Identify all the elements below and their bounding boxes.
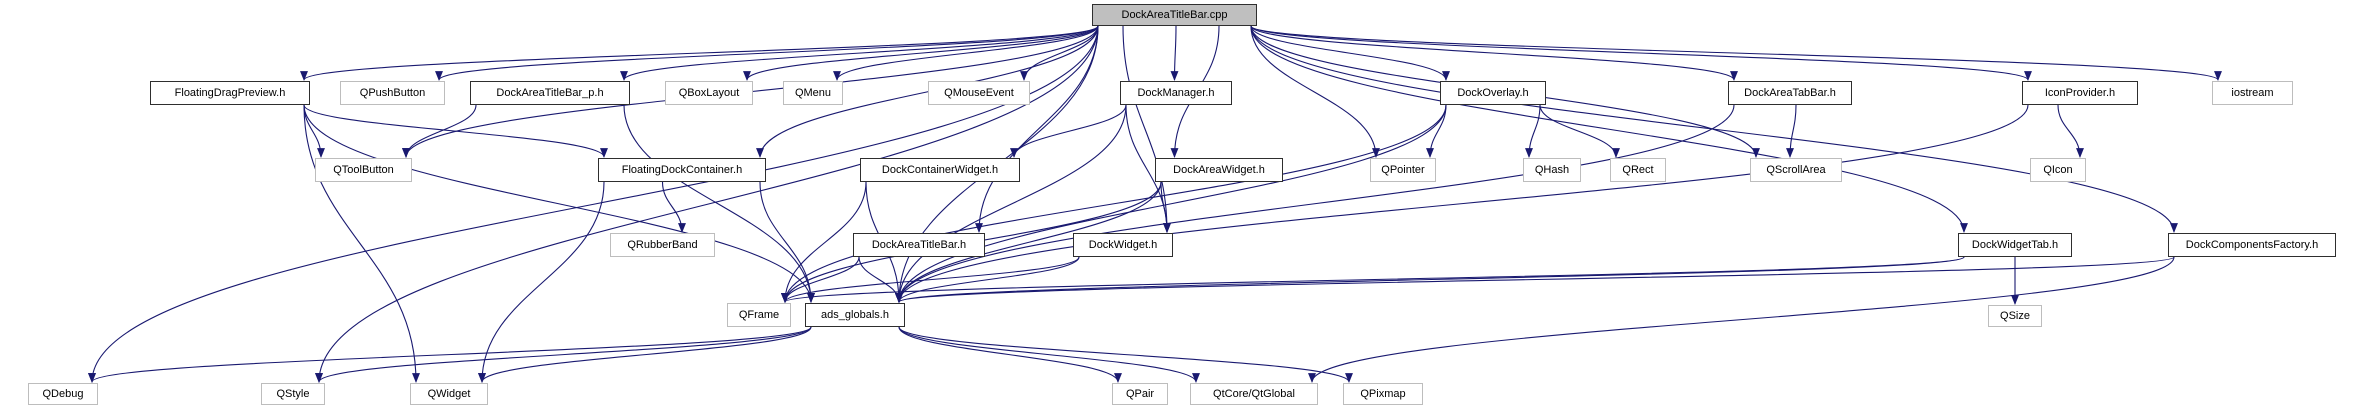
node-qrect: QRect <box>1610 158 1666 182</box>
edge-root-dockoverlay <box>1250 25 1450 81</box>
edge-root-iostream <box>1250 25 2222 81</box>
edge-dockwidget-ads-globals <box>895 256 1080 303</box>
node-dockwidgettab[interactable]: DockWidgetTab.h <box>1958 233 2072 257</box>
edge-dockwidget-qframe <box>781 256 1080 303</box>
edge-root-floating-drag-preview <box>300 25 1099 81</box>
edge-iconprovider-qicon <box>2057 104 2084 158</box>
node-dockareatitlebar-p[interactable]: DockAreaTitleBar_p.h <box>470 81 630 105</box>
node-qboxlayout: QBoxLayout <box>665 81 753 105</box>
edge-root-qmenu <box>833 25 1099 81</box>
edge-root-dockareatitlebar-h <box>975 25 1099 233</box>
node-qwidget: QWidget <box>410 383 488 405</box>
edge-dockareatabbar-ads-globals <box>895 104 1735 303</box>
node-qhash: QHash <box>1523 158 1581 182</box>
edge-dockmanager-ads-globals <box>895 104 1127 303</box>
edge-ads-globals-qdebug <box>88 326 812 383</box>
edge-root-dockareatabbar <box>1250 25 1738 81</box>
edge-floating-dock-container-ads-globals <box>759 181 815 303</box>
edge-floating-drag-preview-qwidget <box>303 104 420 383</box>
node-qpair: QPair <box>1112 383 1168 405</box>
edge-dockareatitlebar-p-ads-globals <box>623 104 815 303</box>
node-qsize: QSize <box>1988 305 2042 327</box>
edge-root-dockwidget <box>1122 25 1171 233</box>
node-floating-drag-preview[interactable]: FloatingDragPreview.h <box>150 81 310 105</box>
node-dockareatitlebar-h[interactable]: DockAreaTitleBar.h <box>853 233 985 257</box>
edge-ads-globals-qwidget <box>478 326 812 383</box>
edge-floating-dock-container-qrubberband <box>661 181 686 233</box>
edge-ads-globals-qpair <box>898 326 1122 383</box>
node-qpixmap: QPixmap <box>1343 383 1423 405</box>
node-root: DockAreaTitleBar.cpp <box>1092 4 1257 26</box>
node-dockcomponentsfactory[interactable]: DockComponentsFactory.h <box>2168 233 2336 257</box>
node-dockwidget[interactable]: DockWidget.h <box>1073 233 1173 257</box>
node-dockmanager[interactable]: DockManager.h <box>1120 81 1232 105</box>
edge-dockareatabbar-qscrollarea <box>1786 104 1797 158</box>
node-qpointer: QPointer <box>1370 158 1436 182</box>
edge-root-dockareatitlebar-p <box>620 25 1099 81</box>
node-qpushbutton: QPushButton <box>340 81 445 105</box>
edge-dockoverlay-qrect <box>1539 104 1620 158</box>
node-dockcontainerwidget[interactable]: DockContainerWidget.h <box>860 158 1020 182</box>
node-qframe: QFrame <box>727 303 791 327</box>
node-qmouseevent: QMouseEvent <box>928 81 1030 105</box>
edge-dockareawidget-dockwidget <box>1160 181 1171 233</box>
edge-root-qstyle <box>315 25 1099 383</box>
node-qtoolbutton: QToolButton <box>315 158 412 182</box>
edge-root-dockwidgettab <box>1250 25 1968 233</box>
edge-dockoverlay-ads-globals <box>895 104 1447 303</box>
edge-floating-drag-preview-floating-dock-container <box>303 104 608 158</box>
edge-dockoverlay-qframe <box>781 104 1447 303</box>
node-floating-dock-container[interactable]: FloatingDockContainer.h <box>598 158 766 182</box>
edge-dockwidgettab-ads-globals <box>895 256 1965 303</box>
edge-dockcomponentsfactory-ads-globals <box>895 256 2175 303</box>
edge-root-qpushbutton <box>435 25 1099 81</box>
node-qrubberband: QRubberBand <box>610 233 715 257</box>
node-qmenu: QMenu <box>783 81 843 105</box>
edge-dockareawidget-ads-globals <box>895 181 1162 303</box>
edge-root-iconprovider <box>1250 25 2032 81</box>
edge-ads-globals-qstyle <box>315 326 812 383</box>
edge-floating-drag-preview-qtoolbutton <box>303 104 325 158</box>
node-qstyle: QStyle <box>261 383 325 405</box>
edge-root-qboxlayout <box>743 25 1099 81</box>
edge-dockcomponentsfactory-qtcore-qtglobal <box>1308 256 2175 383</box>
edge-root-qpointer <box>1250 25 1380 158</box>
edge-iconprovider-ads-globals <box>895 104 2029 303</box>
node-dockareawidget[interactable]: DockAreaWidget.h <box>1155 158 1283 182</box>
node-dockareatabbar[interactable]: DockAreaTabBar.h <box>1728 81 1852 105</box>
edge-dockcontainerwidget-qframe <box>781 181 867 303</box>
edge-root-dockmanager <box>1170 25 1179 81</box>
edge-root-qdebug <box>88 25 1099 383</box>
edge-dockoverlay-qhash <box>1525 104 1541 158</box>
node-iconprovider[interactable]: IconProvider.h <box>2022 81 2138 105</box>
node-qtcore-qtglobal: QtCore/QtGlobal <box>1190 383 1318 405</box>
node-iostream: iostream <box>2212 81 2293 105</box>
edge-dockwidgettab-qframe <box>781 256 1965 303</box>
node-qdebug: QDebug <box>28 383 98 405</box>
node-ads-globals[interactable]: ads_globals.h <box>805 303 905 327</box>
edge-dockareatitlebar-h-ads-globals <box>858 256 903 303</box>
edge-root-qmouseevent <box>1020 25 1099 81</box>
edge-dockareatitlebar-p-qtoolbutton <box>402 104 477 158</box>
edge-ads-globals-qtcore-qtglobal <box>898 326 1200 383</box>
edge-ads-globals-qpixmap <box>898 326 1353 383</box>
node-qscrollarea: QScrollArea <box>1750 158 1842 182</box>
node-dockoverlay[interactable]: DockOverlay.h <box>1440 81 1546 105</box>
edge-floating-dock-container-qwidget <box>478 181 605 383</box>
edge-floating-drag-preview-ads-globals <box>303 104 815 303</box>
edge-dockmanager-dockcontainerwidget <box>1010 104 1127 158</box>
node-qicon: QIcon <box>2030 158 2086 182</box>
